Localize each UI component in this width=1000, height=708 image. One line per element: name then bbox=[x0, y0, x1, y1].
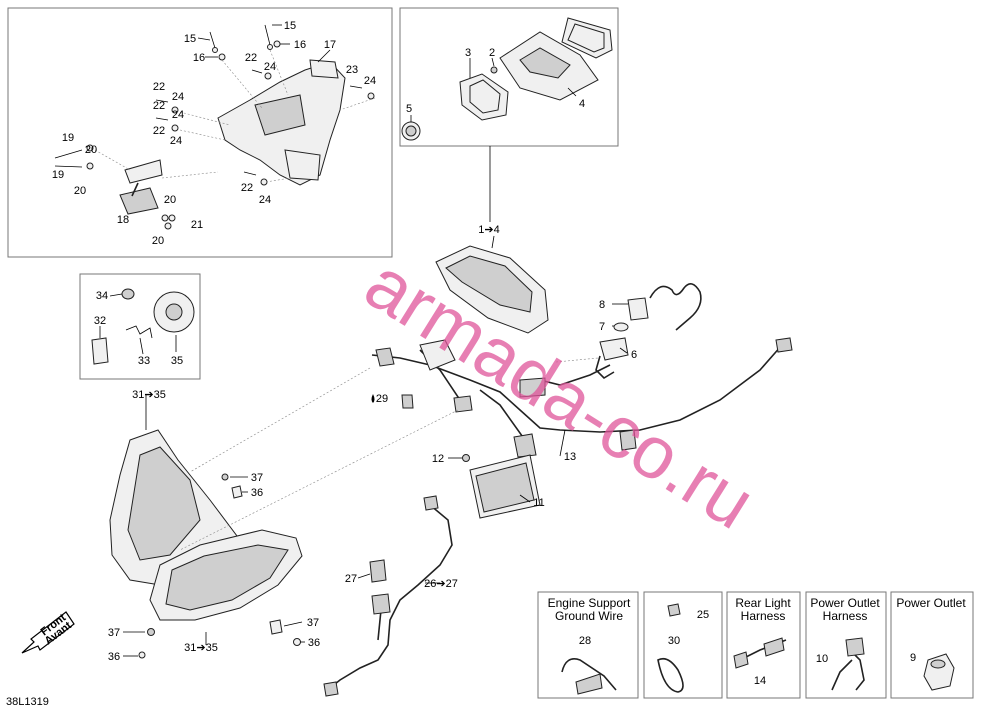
key-coil bbox=[595, 283, 702, 380]
part-label: 37 bbox=[108, 627, 120, 639]
part-label: 35 bbox=[171, 355, 183, 367]
watermark: armada-co.ru bbox=[352, 241, 769, 545]
part-label: 24 bbox=[170, 135, 182, 147]
switch-connector bbox=[119, 159, 163, 215]
voltage-regulator bbox=[462, 454, 541, 519]
part-label: 22 bbox=[153, 100, 165, 112]
part-label: 33 bbox=[138, 355, 150, 367]
dashed-guides-top bbox=[94, 49, 376, 183]
part-label: 22 bbox=[245, 52, 257, 64]
part-label: 22 bbox=[153, 81, 165, 93]
inset-parts bbox=[561, 603, 955, 695]
inset-rear-light-title-1: Rear Light bbox=[735, 596, 791, 610]
headlamp-hardware bbox=[138, 473, 301, 659]
part-label: 17 bbox=[324, 39, 336, 51]
part-label: 8 bbox=[599, 299, 605, 311]
gauge-ring bbox=[459, 73, 509, 121]
headlamp-harness bbox=[323, 495, 453, 697]
inset-engine-support-title-2: Ground Wire bbox=[555, 609, 623, 623]
part-label: 29 bbox=[376, 393, 388, 405]
inset-power-outlet bbox=[890, 591, 974, 699]
part-label: 21 bbox=[191, 219, 203, 231]
part-label: 30 bbox=[668, 635, 680, 647]
part-label: 20 bbox=[152, 235, 164, 247]
bulb-parts bbox=[91, 288, 195, 365]
part-label: 3 bbox=[465, 47, 471, 59]
part-label: 9 bbox=[910, 652, 916, 664]
part-label: 22 bbox=[153, 125, 165, 137]
part-label: 15 bbox=[284, 20, 296, 32]
part-label: 18 bbox=[117, 214, 129, 226]
part-label: 7 bbox=[599, 321, 605, 333]
lubricant-drop-icon bbox=[371, 394, 375, 403]
inset-rear-light-title-2: Harness bbox=[741, 609, 786, 623]
bracket-assembly-frame bbox=[7, 7, 393, 258]
part-label: 5 bbox=[406, 103, 412, 115]
part-label: 16 bbox=[193, 52, 205, 64]
gauge-screw bbox=[490, 66, 498, 74]
part-label: 13 bbox=[564, 451, 576, 463]
part-label: 27 bbox=[345, 573, 357, 585]
part-label: 19 bbox=[52, 169, 64, 181]
inset-rear-light bbox=[726, 591, 801, 699]
part-label: 22 bbox=[241, 182, 253, 194]
inset-engine-support bbox=[537, 591, 639, 699]
bolts bbox=[54, 24, 375, 230]
lower-headlamp bbox=[149, 529, 303, 621]
part-label: 20 bbox=[164, 194, 176, 206]
leader-lines bbox=[99, 24, 628, 657]
main-harness bbox=[371, 337, 793, 458]
part-label: 24 bbox=[259, 194, 271, 206]
part-label: 36 bbox=[251, 487, 263, 499]
inset-engine-support-title-1: Engine Support bbox=[548, 596, 631, 610]
part-label: 36 bbox=[308, 637, 320, 649]
part-label: 26➔27 bbox=[424, 578, 458, 590]
part-label: 15 bbox=[184, 33, 196, 45]
part-label: 20 bbox=[85, 144, 97, 156]
part-label: 37 bbox=[251, 472, 263, 484]
part-label: 23 bbox=[346, 64, 358, 76]
part-label: 28 bbox=[579, 635, 591, 647]
part-label: 25 bbox=[697, 609, 709, 621]
part-label: 24 bbox=[172, 109, 184, 121]
gauge-assembly-frame bbox=[399, 7, 619, 147]
inset-power-outlet-title: Power Outlet bbox=[896, 596, 966, 610]
inset-power-outlet-harness-title-1: Power Outlet bbox=[810, 596, 880, 610]
inset-fuse bbox=[643, 591, 723, 699]
part-labels: 15 15 16 16 17 22 24 23 24 22 24 22 24 2… bbox=[52, 20, 637, 663]
part-label: 16 bbox=[294, 39, 306, 51]
part-label: 24 bbox=[172, 91, 184, 103]
gauge-housing bbox=[499, 31, 599, 101]
part-label: 19 bbox=[62, 132, 74, 144]
part-label: 6 bbox=[631, 349, 637, 361]
part-label: 36 bbox=[108, 651, 120, 663]
inset-power-outlet-harness-title-2: Harness bbox=[823, 609, 868, 623]
part-label: 1➔4 bbox=[478, 224, 499, 236]
part-label: 11 bbox=[533, 497, 544, 509]
part-label: 31➔35 bbox=[184, 642, 218, 654]
part-label: 4 bbox=[579, 98, 585, 110]
part-label: 34 bbox=[96, 290, 108, 302]
part-label: 2 bbox=[489, 47, 495, 59]
headlamp-bulb-frame bbox=[79, 273, 201, 380]
gauge-cover bbox=[561, 17, 613, 59]
front-arrow: Front Avant bbox=[21, 611, 75, 654]
gauge-dial bbox=[401, 121, 421, 141]
headlamp-bracket bbox=[217, 59, 346, 186]
part-label: 37 bbox=[307, 617, 319, 629]
part-label: 12 bbox=[432, 453, 444, 465]
dashed-guides bbox=[179, 357, 599, 551]
part-label: 10 bbox=[816, 653, 828, 665]
part-label: 31➔35 bbox=[132, 389, 166, 401]
instrument-cluster bbox=[435, 245, 549, 334]
part-label: 20 bbox=[74, 185, 86, 197]
part-label: 24 bbox=[364, 75, 376, 87]
part-label: 14 bbox=[754, 675, 766, 687]
inset-power-outlet-harness bbox=[805, 591, 887, 699]
part-label: 24 bbox=[264, 61, 276, 73]
diagram-code: 38L1319 bbox=[6, 696, 49, 708]
part-label: 32 bbox=[94, 315, 106, 327]
